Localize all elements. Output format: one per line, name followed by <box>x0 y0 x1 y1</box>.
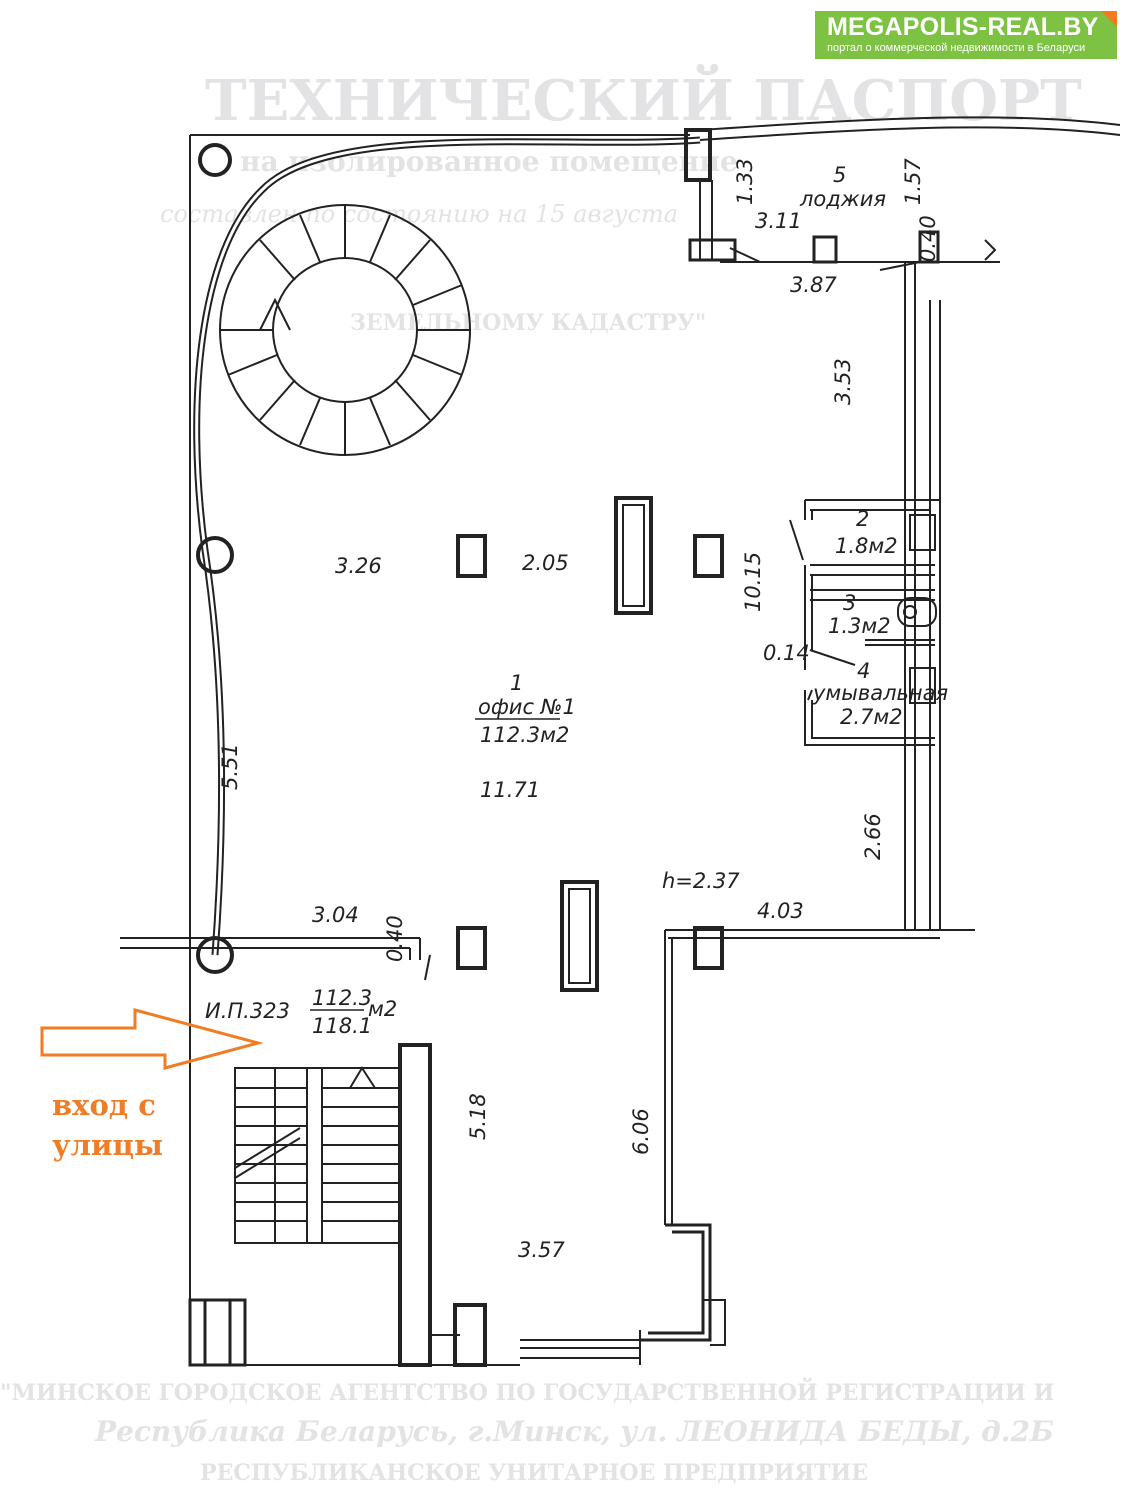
room-area: 1.8м2 <box>835 534 898 558</box>
room-area: 2.7м2 <box>840 705 903 729</box>
total-code: И.П.323 <box>205 999 290 1023</box>
dim: 5.51 <box>218 743 242 790</box>
column <box>693 926 724 970</box>
dim: 3.57 <box>518 1238 565 1262</box>
bg-doc-line: ЗЕМЕЛЬНОМУ КАДАСТРУ" <box>350 310 707 336</box>
entrance-label-line1: вход с <box>52 1088 156 1122</box>
column <box>560 880 599 992</box>
dim: 3.26 <box>335 554 382 578</box>
dim: 1.57 <box>901 158 925 205</box>
spiral-staircase <box>219 204 471 456</box>
room-number: 2 <box>856 507 869 531</box>
logo-tagline: портал о коммерческой недвижимости в Бел… <box>827 42 1086 54</box>
column <box>812 235 838 264</box>
bg-doc-line: Республика Беларусь, г.Минск, ул. ЛЕОНИД… <box>95 1415 1054 1448</box>
dim: 10.15 <box>741 552 765 612</box>
column <box>456 534 487 578</box>
room-number: 5 <box>833 163 846 187</box>
room-number: 4 <box>857 659 870 683</box>
stair-wall <box>398 1043 432 1367</box>
room-area: 1.3м2 <box>828 614 891 638</box>
dim: 0.40 <box>916 215 940 262</box>
logo-name: MEGAPOLIS-REAL.BY <box>827 13 1099 41</box>
column <box>456 926 487 970</box>
dim: 3.11 <box>755 209 802 233</box>
dim: 0.40 <box>383 915 407 962</box>
megapolis-logo[interactable]: MEGAPOLIS-REAL.BY портал о коммерческой … <box>815 11 1117 59</box>
dim: 4.03 <box>757 899 804 923</box>
bg-doc-line: "МИНСКОЕ ГОРОДСКОЕ АГЕНТСТВО ПО ГОСУДАРС… <box>0 1380 1055 1406</box>
dim: 5.18 <box>466 1093 490 1140</box>
right-wall <box>904 262 975 931</box>
room-number: 1 <box>510 671 523 695</box>
total-area-bottom: 118.1 <box>312 1014 372 1038</box>
logo-corner <box>1101 11 1117 27</box>
column <box>453 1303 487 1367</box>
dim: 0.14 <box>763 641 810 665</box>
entrance-arrow <box>40 1008 264 1070</box>
dim: 2.66 <box>861 813 885 860</box>
loggia-wall <box>699 116 1121 141</box>
entrance-label: вход с улицы <box>52 1085 163 1165</box>
dim: 3.87 <box>790 273 837 297</box>
dim: 1.33 <box>733 158 757 205</box>
column <box>684 128 712 182</box>
dim: 6.06 <box>629 1108 653 1155</box>
room-name: лоджия <box>799 187 886 211</box>
bg-doc-title: ТЕХНИЧЕСКИЙ ПАСПОРТ <box>205 68 1082 134</box>
total-unit: м2 <box>368 997 397 1021</box>
dim: 3.53 <box>831 358 855 405</box>
ceiling-height: h=2.37 <box>662 869 740 893</box>
stairs <box>234 1066 401 1244</box>
wc-block <box>789 499 940 746</box>
column <box>196 536 234 574</box>
room-name: офис №1 <box>478 695 576 719</box>
dim: 11.71 <box>480 778 540 802</box>
total-area-top: 112.3 <box>312 986 372 1010</box>
room-number: 3 <box>843 591 856 615</box>
column <box>614 496 653 615</box>
entrance-label-line2: улицы <box>52 1128 164 1162</box>
column <box>693 534 724 578</box>
curved-wall <box>193 136 701 956</box>
dim: 2.05 <box>522 551 569 575</box>
room-name: умывальная <box>812 681 948 705</box>
bg-doc-line: РЕСПУБЛИКАНСКОЕ УНИТАРНОЕ ПРЕДПРИЯТИЕ <box>200 1460 869 1486</box>
room-area: 112.3м2 <box>480 723 569 747</box>
dim: 3.04 <box>312 903 359 927</box>
column <box>198 143 232 177</box>
